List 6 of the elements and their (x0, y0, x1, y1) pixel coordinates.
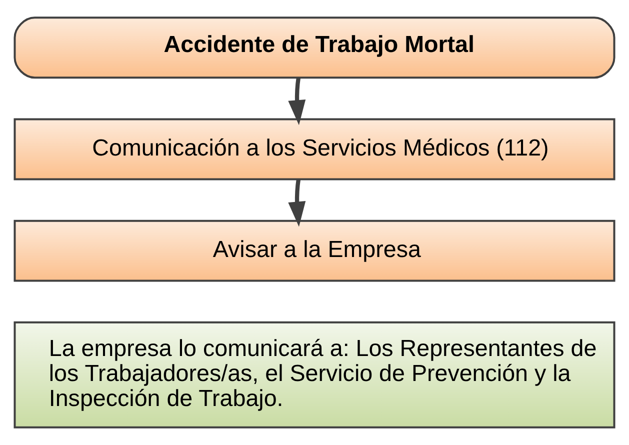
node-box: La empresa lo comunicará a: Los Representantes de los Trabajadores/as, el Servicio de Prevención y la Inspección de Trabajo. (14, 321, 616, 428)
arrow (288, 179, 306, 227)
node-box: Avisar a la Empresa (14, 220, 616, 282)
arrow (288, 77, 306, 126)
node-box: Accidente de Trabajo Mortal (14, 16, 616, 79)
node-box: Comunicación a los Servicios Médicos (112) (14, 118, 616, 180)
